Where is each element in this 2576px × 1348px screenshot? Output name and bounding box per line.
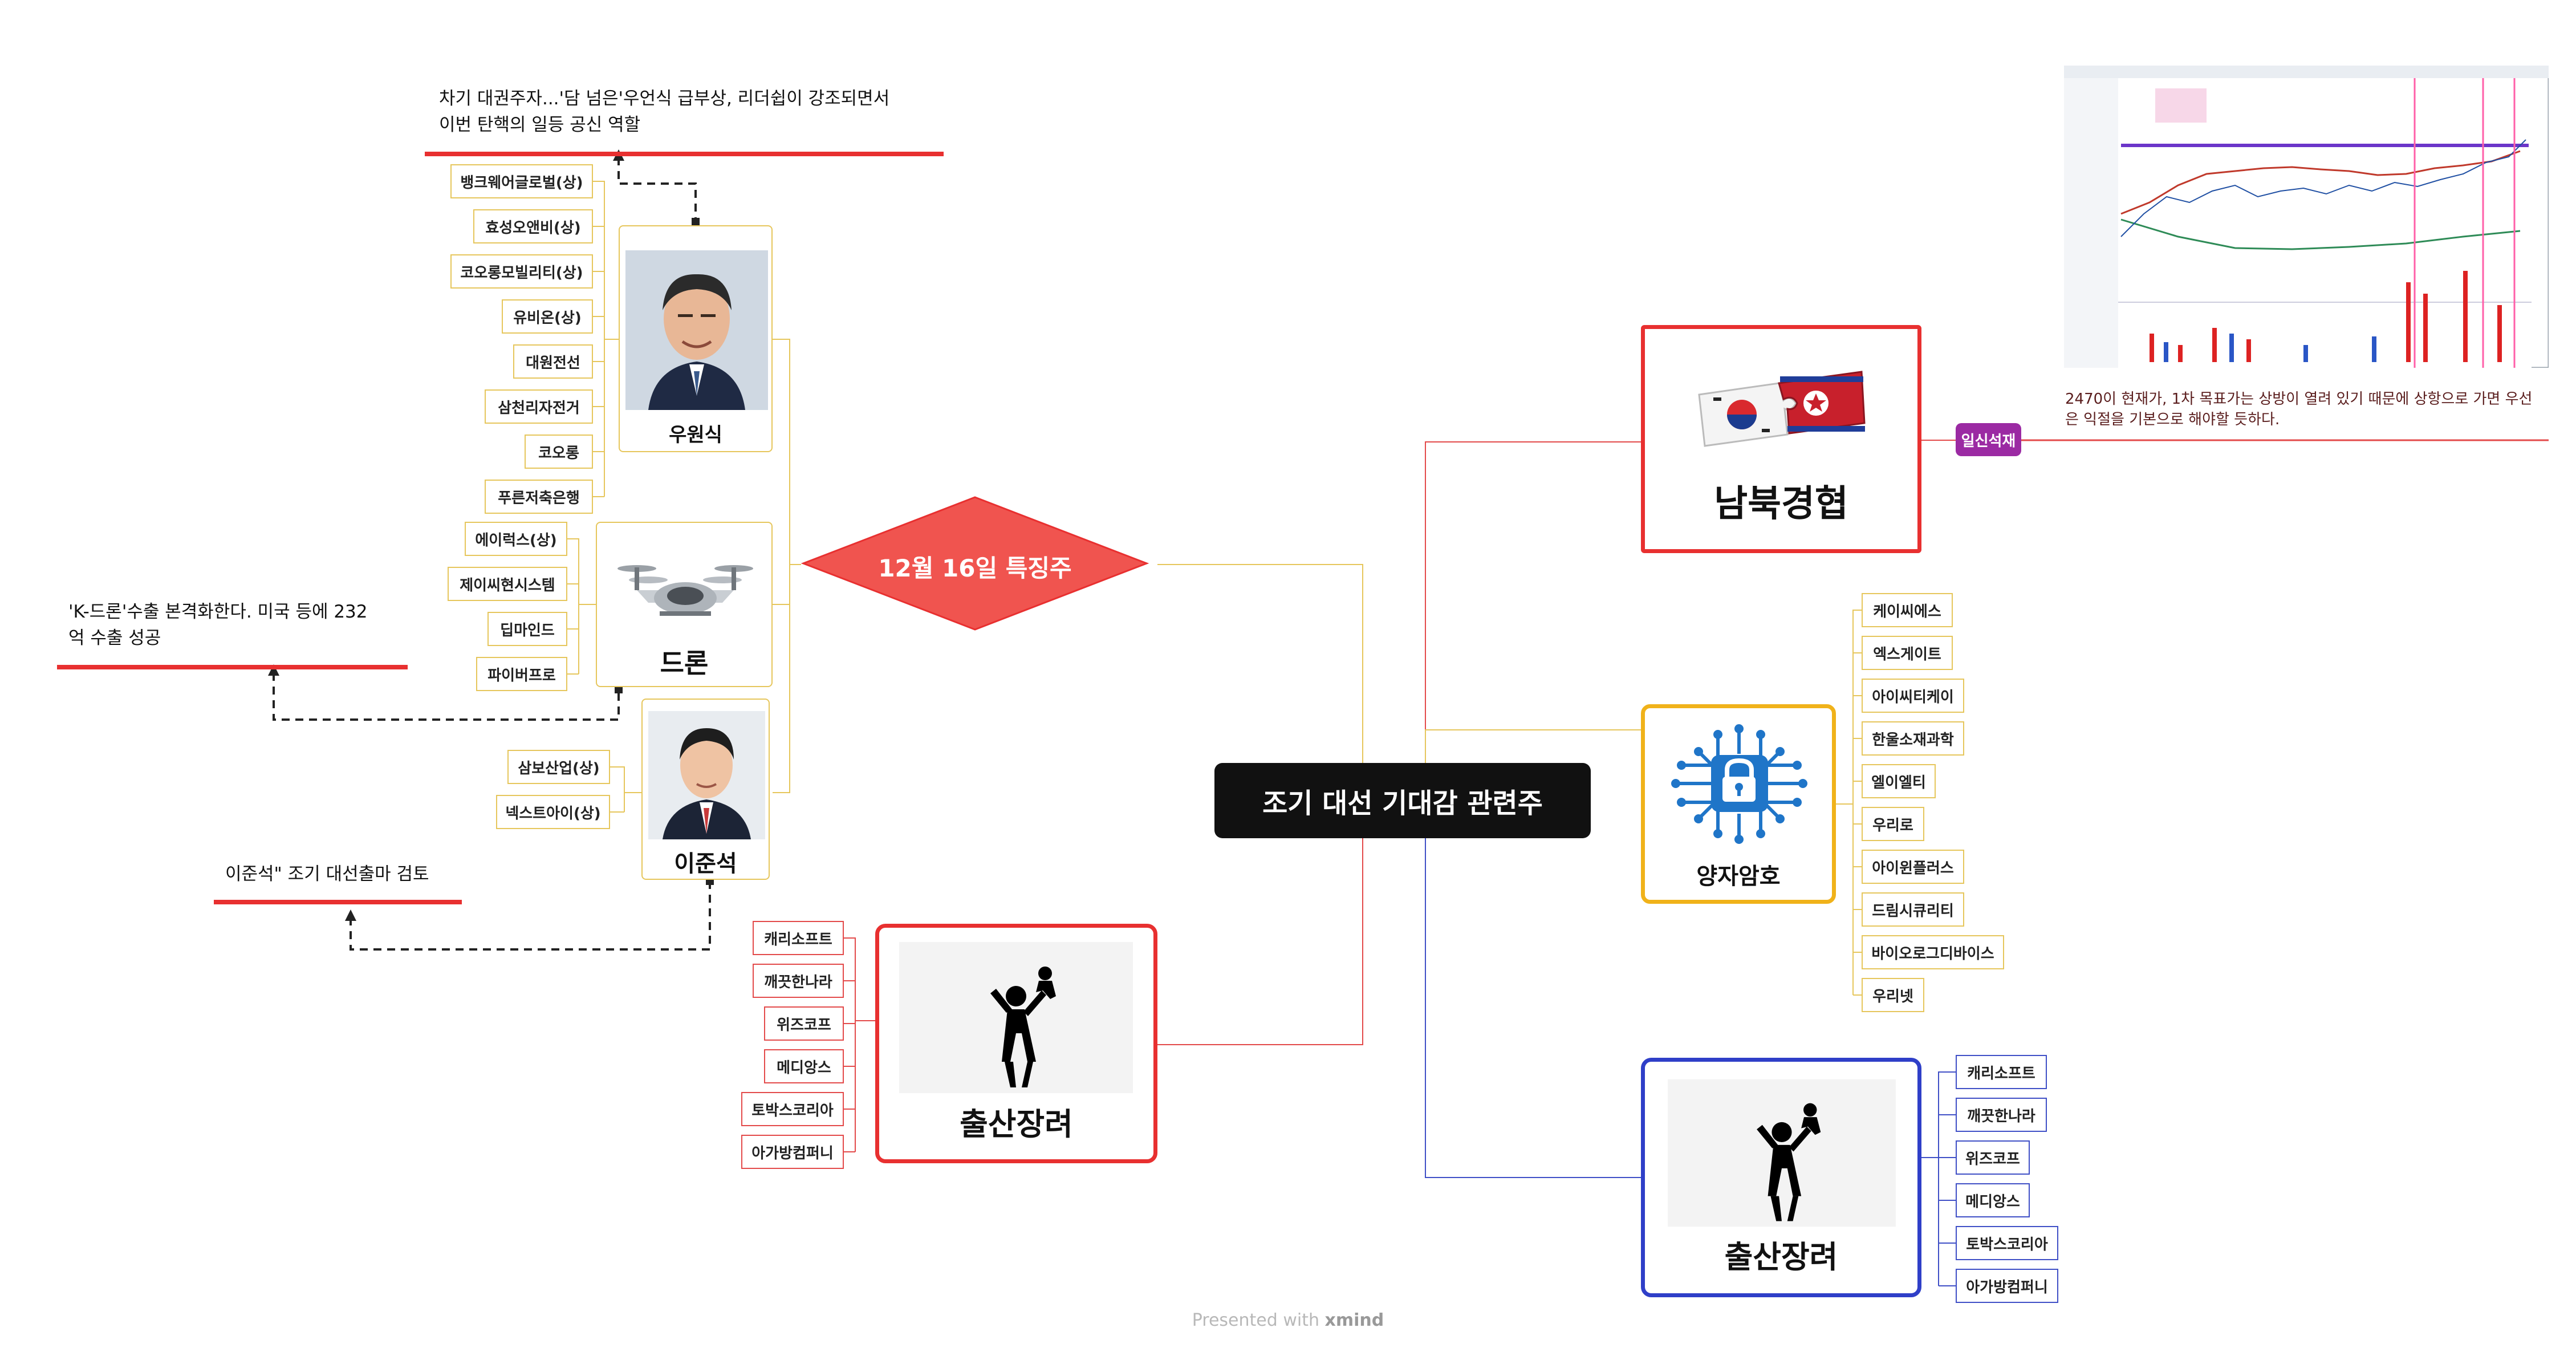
note-drone-underline — [57, 665, 408, 669]
central-topic[interactable]: 조기 대선 기대감 관련주 — [1214, 763, 1591, 838]
stock-drone-3[interactable]: 딥마인드 — [487, 612, 567, 646]
stock-lee-2[interactable]: 넥스트아이(상) — [496, 795, 610, 829]
nk-label: 남북경협 — [1714, 483, 1848, 525]
stock-lee-1[interactable]: 삼보산업(상) — [507, 750, 610, 784]
note-woo: 차기 대권주자...'담 넘은'우언식 급부상, 리더쉽이 강조되면서 이번 탄… — [439, 86, 889, 138]
note-woo-line1: 차기 대권주자...'담 넘은'우언식 급부상, 리더쉽이 강조되면서 — [439, 88, 890, 109]
portrait-woo-image — [625, 250, 768, 410]
stock-q-6[interactable]: 우리로 — [1862, 807, 1924, 841]
stock-birthR-2[interactable]: 깨끗한나라 — [1956, 1098, 2047, 1132]
stock-birthR-3[interactable]: 위즈코프 — [1956, 1140, 2030, 1175]
stock-woo-6[interactable]: 삼천리자전거 — [485, 389, 593, 424]
stock-birthR-6[interactable]: 아가방컴퍼니 — [1956, 1269, 2058, 1303]
person-card-lee[interactable]: 이준석 — [641, 699, 770, 880]
person-label-drone: 드론 — [660, 648, 709, 679]
puzzle-flag-icon — [1698, 371, 1866, 447]
parent-child-icon-right — [1668, 1079, 1896, 1227]
stock-q-5[interactable]: 엘이엘티 — [1862, 764, 1936, 798]
stock-q-7[interactable]: 아이윈플러스 — [1862, 850, 1964, 884]
person-card-woo[interactable]: 우원식 — [619, 225, 773, 452]
birth-label-right: 출산장려 — [1724, 1239, 1838, 1275]
person-card-drone[interactable]: 드론 — [596, 522, 773, 687]
diamond-topic[interactable]: 12월 16일 특징주 — [801, 495, 1149, 632]
drone-icon — [617, 565, 753, 616]
footer-prefix: Presented with — [1192, 1310, 1319, 1330]
stock-q-1[interactable]: 케이씨에스 — [1862, 593, 1953, 627]
stock-q-9[interactable]: 바이오로그디바이스 — [1862, 935, 2004, 969]
nk-tag[interactable]: 일신석재 — [1956, 423, 2021, 456]
person-label-woo: 우원식 — [669, 424, 722, 446]
stock-q-2[interactable]: 엑스게이트 — [1862, 636, 1953, 670]
note-nk: 2470이 현재가, 1차 목표가는 상방이 열려 있기 때문에 상항으로 가면… — [2065, 389, 2532, 430]
note-nk-line1: 2470이 현재가, 1차 목표가는 상방이 열려 있기 때문에 상항으로 가면… — [2065, 391, 2533, 408]
note-woo-underline — [425, 152, 944, 156]
stock-birthL-3[interactable]: 위즈코프 — [764, 1006, 844, 1041]
footer-brand: xmind — [1324, 1310, 1384, 1330]
portrait-lee-image — [648, 711, 765, 839]
stock-woo-2[interactable]: 효성오앤비(상) — [473, 209, 593, 243]
stock-birthR-5[interactable]: 토박스코리아 — [1956, 1226, 2058, 1260]
stock-woo-3[interactable]: 코오롱모빌리티(상) — [450, 254, 593, 289]
stock-birthL-6[interactable]: 아가방컴퍼니 — [741, 1135, 844, 1169]
stock-drone-2[interactable]: 제이씨현시스템 — [448, 567, 567, 601]
stock-woo-7[interactable]: 코오롱 — [525, 435, 593, 469]
stock-q-8[interactable]: 드림시큐리티 — [1862, 892, 1964, 927]
note-lee: 이준석" 조기 대선출마 검토 — [225, 861, 429, 887]
birth-card-left[interactable]: 출산장려 — [875, 924, 1157, 1163]
stock-birthL-5[interactable]: 토박스코리아 — [741, 1092, 844, 1126]
note-drone-line2: 억 수출 성공 — [68, 628, 161, 648]
quantum-label: 양자암호 — [1696, 863, 1781, 890]
stock-birthR-1[interactable]: 캐리소프트 — [1956, 1055, 2047, 1089]
stock-woo-4[interactable]: 유비온(상) — [502, 299, 593, 334]
parent-child-icon-left — [899, 942, 1133, 1093]
note-lee-underline — [214, 900, 462, 904]
stock-drone-1[interactable]: 에이럭스(상) — [465, 522, 567, 556]
person-label-lee: 이준석 — [674, 851, 737, 877]
note-drone: 'K-드론'수출 본격화한다. 미국 등에 232 억 수출 성공 — [68, 599, 368, 651]
note-nk-line2: 은 익절을 기본으로 해야할 듯하다. — [2065, 411, 2280, 428]
stock-birthL-4[interactable]: 메디앙스 — [764, 1049, 844, 1083]
footer-watermark: Presented with xmind — [0, 1310, 2576, 1330]
stock-woo-5[interactable]: 대원전선 — [513, 344, 593, 379]
stock-q-10[interactable]: 우리넷 — [1862, 978, 1924, 1012]
nk-tag-label: 일신석재 — [1961, 432, 2016, 450]
stock-woo-1[interactable]: 뱅크웨어글로벌(상) — [450, 164, 593, 198]
birth-label-left: 출산장려 — [960, 1106, 1073, 1142]
stock-q-4[interactable]: 한울소재과학 — [1862, 721, 1964, 756]
quantum-card[interactable]: 양자암호 — [1641, 704, 1836, 904]
quantum-lock-icon — [1671, 724, 1807, 844]
central-topic-label: 조기 대선 기대감 관련주 — [1262, 787, 1543, 819]
birth-card-right[interactable]: 출산장려 — [1641, 1058, 1921, 1297]
stock-q-3[interactable]: 아이씨티케이 — [1862, 679, 1964, 713]
stock-woo-8[interactable]: 푸른저축은행 — [485, 480, 593, 514]
stock-drone-4[interactable]: 파이버프로 — [476, 657, 567, 691]
stock-chart-image — [2064, 66, 2549, 368]
diamond-shape — [801, 496, 1149, 631]
nk-card[interactable]: 남북경협 — [1641, 325, 1921, 553]
note-lee-line1: 이준석" 조기 대선출마 검토 — [225, 864, 429, 884]
stock-birthR-4[interactable]: 메디앙스 — [1956, 1183, 2030, 1217]
stock-birthL-1[interactable]: 캐리소프트 — [753, 921, 844, 955]
note-drone-line1: 'K-드론'수출 본격화한다. 미국 등에 232 — [68, 602, 368, 622]
note-woo-line2: 이번 탄핵의 일등 공신 역할 — [439, 115, 641, 135]
diamond-label: 12월 16일 특징주 — [878, 554, 1072, 582]
stock-birthL-2[interactable]: 깨끗한나라 — [753, 964, 844, 998]
